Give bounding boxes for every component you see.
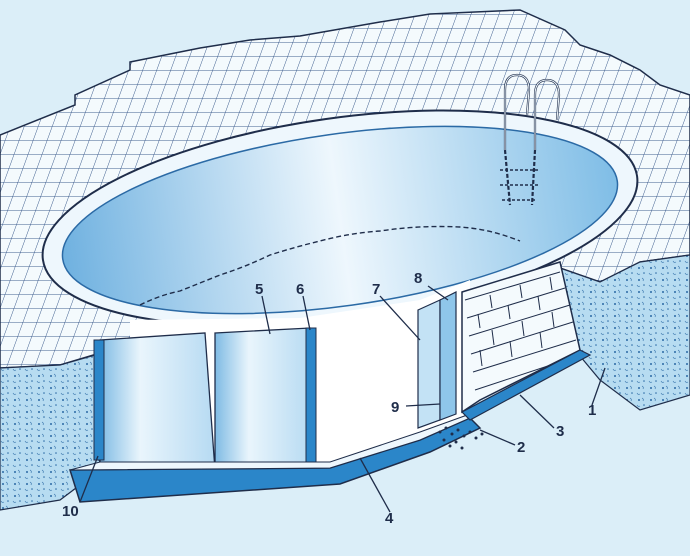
leader-7: [379, 295, 421, 341]
leader-3: [519, 394, 555, 429]
leader-8: [427, 285, 449, 301]
liner-wall-left: [99, 332, 216, 471]
leader-2: [479, 429, 516, 446]
pool-water: [61, 125, 619, 315]
callout-6: 6: [296, 281, 304, 298]
callout-7: 7: [372, 281, 380, 298]
leader-5: [261, 295, 271, 335]
leader-6: [302, 295, 311, 331]
wall-seam-strip: [305, 327, 317, 469]
leader-10: [79, 455, 99, 503]
callout-5: 5: [255, 281, 263, 298]
leader-1: [591, 367, 606, 406]
callout-8: 8: [414, 270, 422, 287]
water-cut-line: [139, 225, 521, 306]
block-wall: [461, 261, 581, 414]
callout-3: 3: [556, 423, 564, 440]
block-footing: [460, 349, 592, 421]
side-wall-panel-2: [439, 291, 457, 421]
side-wall-panel: [417, 299, 441, 429]
leader-9: [405, 403, 441, 407]
pool-ladder-fill: [504, 74, 560, 150]
soil-right: [559, 254, 690, 411]
leader-4: [359, 457, 391, 513]
liner-wall-mid: [214, 327, 313, 471]
callout-4: 4: [385, 510, 394, 527]
callout-1: 1: [588, 402, 596, 419]
callout-2: 2: [517, 439, 525, 456]
callout-10: 10: [62, 503, 79, 520]
drainage-gravel: [438, 426, 484, 450]
callout-9: 9: [391, 399, 399, 416]
wall-edge-strip-left: [93, 339, 105, 461]
